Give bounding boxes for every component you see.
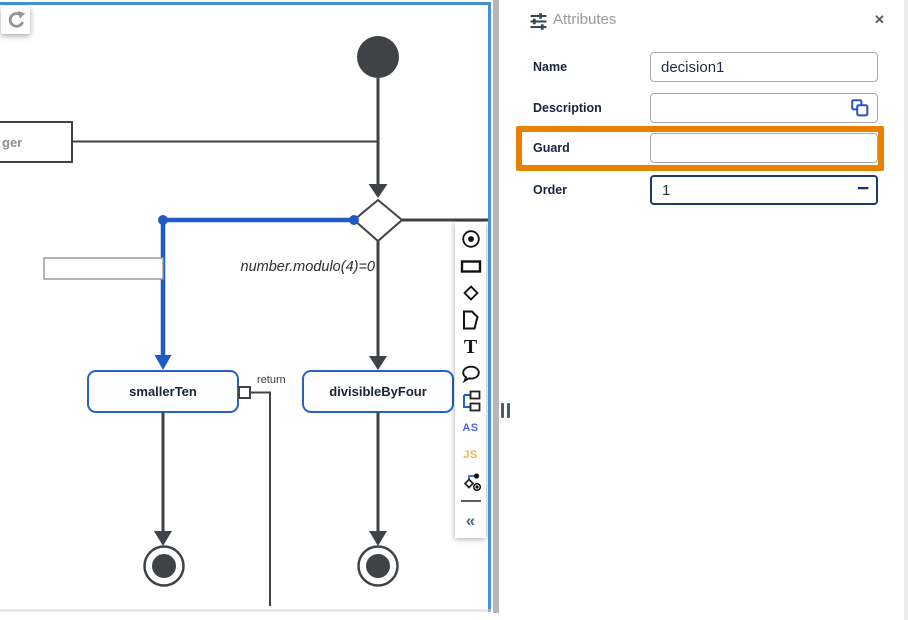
return-label: return (257, 374, 286, 386)
arrowhead-into-divisiblebyfour (369, 356, 387, 370)
action-smallerten-label: smallerTen (129, 384, 197, 399)
shape-palette-toolbar[interactable]: T AS JS « (455, 222, 486, 538)
diagram-canvas[interactable]: ger number.modulo(4)=0 smallerTen return… (0, 0, 492, 613)
attributes-tune-icon (530, 13, 547, 30)
signal-shape-icon (462, 310, 479, 330)
node-link-icon (463, 473, 481, 492)
redo-button[interactable] (1, 6, 30, 34)
copy-structure-tool[interactable] (459, 389, 483, 413)
final-node-left-core (152, 554, 176, 578)
description-field-label: Description (533, 101, 602, 115)
description-input[interactable] (650, 93, 878, 123)
action-rect-tool[interactable] (459, 254, 483, 278)
decision-diamond-icon (462, 285, 479, 301)
arrowhead-into-final-right (369, 531, 387, 546)
decision-diamond-tool[interactable] (459, 281, 483, 305)
final-node-right-core (366, 554, 390, 578)
return-port[interactable] (238, 386, 251, 399)
as-script-tool[interactable]: AS (459, 416, 483, 440)
edge-return[interactable] (250, 391, 271, 607)
copy-description-icon[interactable] (849, 97, 871, 119)
collapse-chevrons-icon: « (465, 510, 476, 530)
edge-decision-to-smallerten-selected[interactable] (160, 217, 354, 357)
guard-field-label: Guard (533, 141, 570, 155)
copy-structure-icon (462, 390, 480, 412)
close-panel-button[interactable]: ✕ (874, 12, 885, 27)
action-divisiblebyfour-label: divisibleByFour (329, 384, 427, 399)
panel-divider-bar (493, 0, 499, 613)
arrowhead-into-smallerten (154, 355, 172, 370)
decision-node[interactable] (352, 198, 404, 243)
arrowhead-into-final-left (154, 531, 172, 546)
inline-guard-editor[interactable] (43, 257, 164, 280)
comment-bubble-icon (461, 365, 480, 384)
text-tool[interactable]: T (459, 335, 483, 359)
guard-input[interactable] (650, 133, 878, 163)
collapse-toolbar-button[interactable]: « (459, 508, 483, 532)
window-right-edge (904, 0, 908, 620)
order-decrement-button[interactable]: − (856, 177, 870, 200)
js-script-tool[interactable]: JS (459, 443, 483, 467)
redo-icon (8, 11, 25, 28)
panel-title: Attributes (553, 11, 617, 28)
text-tool-icon: T (463, 336, 478, 358)
action-rect-icon (460, 260, 481, 273)
initial-node[interactable] (357, 36, 399, 78)
initial-node-tool[interactable] (459, 227, 483, 251)
integer-action-label: ger (2, 135, 22, 150)
name-input[interactable] (650, 52, 878, 82)
arrowhead-into-decision (368, 184, 388, 198)
splitter-handle[interactable] (501, 403, 510, 418)
order-input[interactable] (650, 175, 878, 205)
guard-text-label[interactable]: number.modulo(4)=0 (241, 259, 375, 275)
toolbar-divider (460, 500, 481, 502)
as-script-icon: AS (462, 422, 479, 434)
signal-shape-tool[interactable] (459, 308, 483, 332)
initial-node-icon (461, 230, 480, 248)
js-script-icon: JS (463, 449, 478, 461)
name-field-label: Name (533, 60, 568, 74)
order-field-label: Order (533, 183, 568, 197)
edge-bendpoint-handle[interactable] (158, 215, 168, 225)
edge-endpoint-handle[interactable] (349, 215, 359, 225)
node-link-tool[interactable] (459, 470, 483, 494)
comment-tool[interactable] (459, 362, 483, 386)
